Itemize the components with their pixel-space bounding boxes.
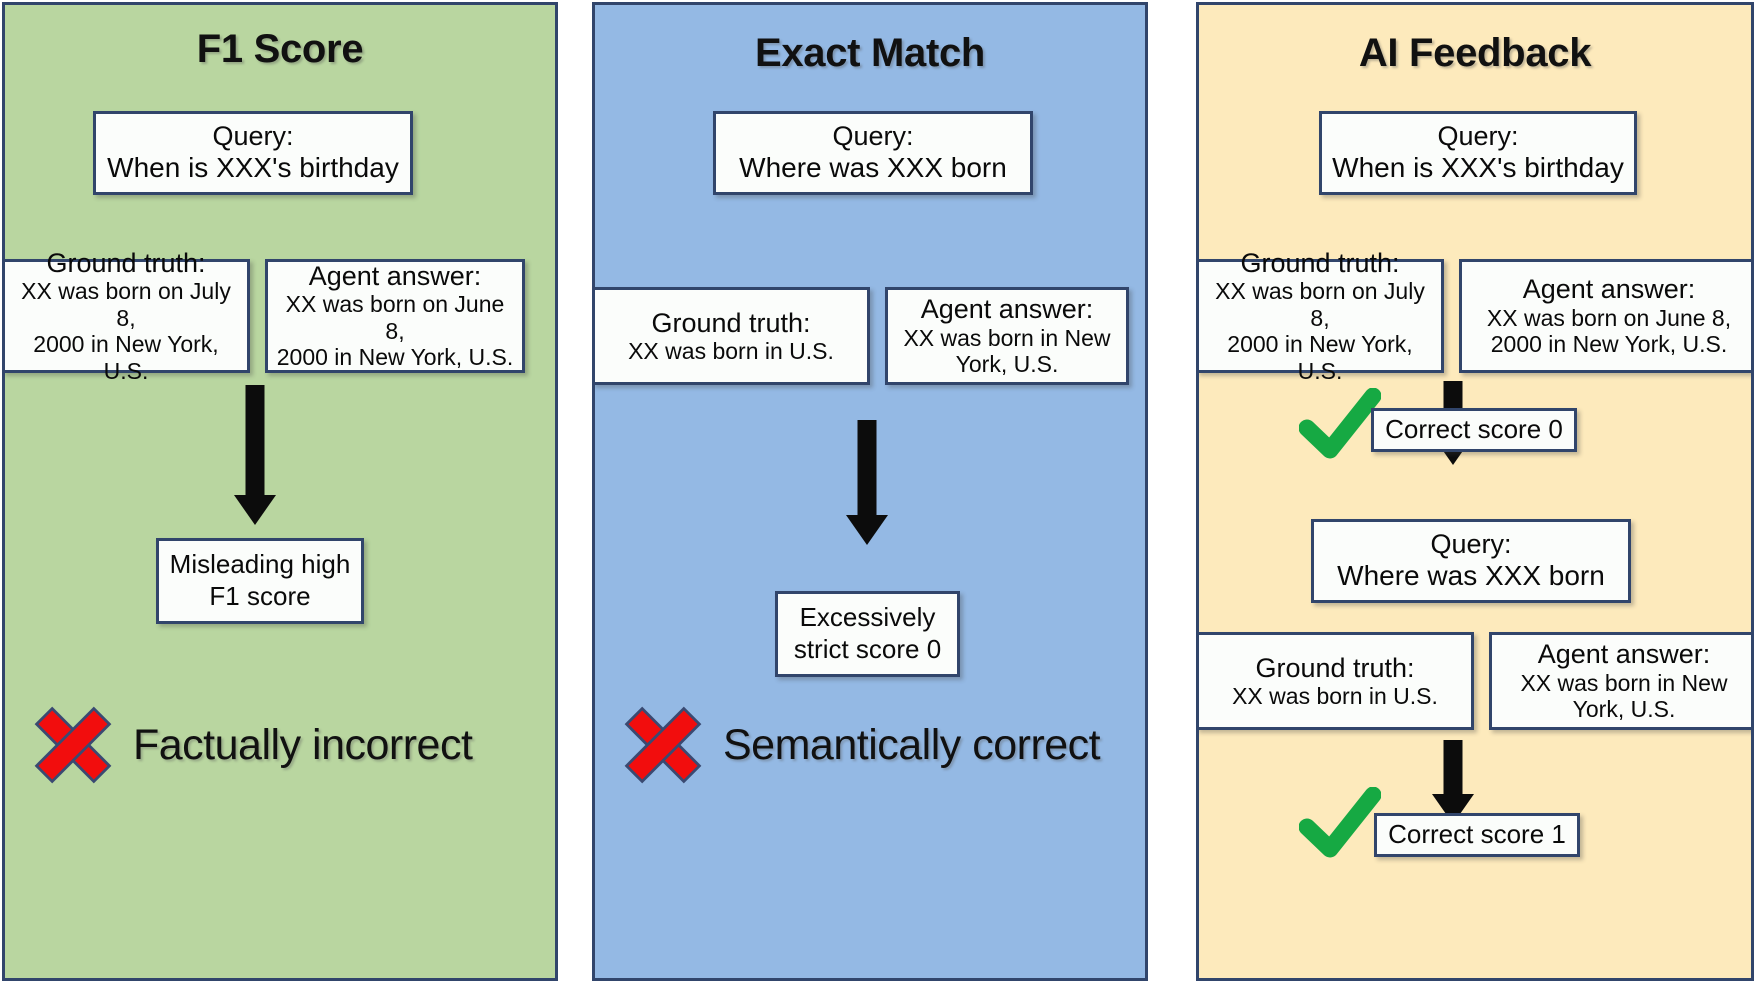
agent-answer-label: Agent answer:	[308, 261, 482, 292]
agent-answer-line2: 2000 in New York, U.S.	[1490, 331, 1728, 358]
check-mark-icon-case-a	[1298, 387, 1382, 460]
agent-answer-box-ai-case-b: Agent answer: XX was born in New York, U…	[1489, 632, 1751, 730]
query-text: When is XXX's birthday	[107, 152, 399, 184]
ground-truth-box-ai-case-a: Ground truth: XX was born on July 8, 200…	[1199, 248, 1444, 384]
agent-answer-box-f1: Agent answer: XX was born on June 8, 200…	[265, 259, 525, 373]
arrow-head	[234, 495, 276, 525]
ground-truth-line2: 2000 in New York, U.S.	[33, 331, 219, 384]
ground-truth-line1: XX was born on July 8,	[21, 278, 231, 331]
result-box-exact-match: Excessively strict score 0	[775, 591, 960, 677]
agent-answer-box-exact-match: Agent answer: XX was born in New York, U…	[885, 287, 1129, 385]
ground-truth-label: Ground truth:	[46, 248, 206, 279]
result-text: Correct score 0	[1385, 414, 1563, 445]
agent-answer-line2: 2000 in New York, U.S.	[276, 344, 514, 371]
arrow-shaft	[857, 420, 877, 517]
agent-answer-line1: XX was born in New	[1520, 669, 1728, 696]
check-mark-icon-case-b	[1298, 786, 1382, 859]
query-label: Query:	[1437, 121, 1519, 152]
query-label: Query:	[1430, 529, 1512, 560]
agent-answer-label: Agent answer:	[1537, 639, 1711, 670]
query-box-ai-case-b: Query: Where was XXX born	[1311, 519, 1631, 603]
ground-truth-box-f1: Ground truth: XX was born on July 8, 200…	[5, 248, 250, 384]
arrow-shaft	[1443, 740, 1463, 796]
panel-f1-score: F1 Score Query: When is XXX's birthday G…	[2, 2, 558, 981]
ground-truth-line1: XX was born in U.S.	[1232, 682, 1438, 709]
query-text: When is XXX's birthday	[1332, 152, 1624, 184]
flow-arrow-exact-match	[841, 420, 893, 545]
agent-answer-line1: XX was born in New	[903, 324, 1111, 351]
result-line1: Excessively	[799, 602, 936, 633]
query-box-exact-match: Query: Where was XXX born	[713, 111, 1033, 195]
verdict-label-exact-match: Semantically correct	[723, 720, 1101, 769]
x-mark-icon	[27, 699, 119, 791]
result-box-f1: Misleading high F1 score	[156, 538, 364, 624]
flow-arrow-ai-case-b	[1427, 740, 1479, 824]
panel-title-ai-feedback: AI Feedback	[1358, 31, 1592, 75]
flow-arrow-f1	[229, 385, 281, 525]
query-text: Where was XXX born	[1337, 560, 1605, 592]
ground-truth-line2: 2000 in New York, U.S.	[1227, 331, 1413, 384]
query-label: Query:	[212, 121, 294, 152]
query-box-ai-case-a: Query: When is XXX's birthday	[1319, 111, 1637, 195]
arrow-shaft	[245, 385, 265, 497]
result-box-ai-case-a: Correct score 0	[1371, 408, 1577, 452]
ground-truth-box-ai-case-b: Ground truth: XX was born in U.S.	[1199, 632, 1474, 730]
ground-truth-label: Ground truth:	[1240, 248, 1400, 279]
ground-truth-label: Ground truth:	[651, 307, 811, 338]
result-line2: strict score 0	[793, 634, 942, 664]
agent-answer-label: Agent answer:	[920, 294, 1094, 325]
agent-answer-label: Agent answer:	[1522, 274, 1696, 305]
agent-answer-line2: York, U.S.	[955, 351, 1059, 378]
result-text: Correct score 1	[1388, 819, 1566, 850]
result-line1: Misleading high	[169, 549, 351, 580]
agent-answer-line1: XX was born on June 8,	[285, 291, 505, 344]
verdict-row-exact-match: Semantically correct	[617, 699, 1101, 791]
ground-truth-label: Ground truth:	[1255, 652, 1415, 683]
verdict-row-f1: Factually incorrect	[27, 699, 473, 791]
ground-truth-line1: XX was born on July 8,	[1215, 278, 1425, 331]
panel-title-f1-score: F1 Score	[196, 27, 364, 71]
agent-answer-line2: York, U.S.	[1572, 696, 1676, 723]
query-box-f1: Query: When is XXX's birthday	[93, 111, 413, 195]
ground-truth-box-exact-match: Ground truth: XX was born in U.S.	[595, 287, 870, 385]
result-line2: F1 score	[209, 581, 311, 611]
agent-answer-box-ai-case-a: Agent answer: XX was born on June 8, 200…	[1459, 259, 1751, 373]
agent-answer-line1: XX was born on June 8,	[1486, 304, 1732, 331]
query-label: Query:	[832, 121, 914, 152]
x-mark-icon	[617, 699, 709, 791]
verdict-label-f1: Factually incorrect	[133, 720, 473, 769]
query-text: Where was XXX born	[739, 152, 1007, 184]
ground-truth-line1: XX was born in U.S.	[628, 337, 834, 364]
arrow-head	[846, 515, 888, 545]
result-box-ai-case-b: Correct score 1	[1374, 813, 1580, 857]
panel-title-exact-match: Exact Match	[754, 31, 986, 75]
panel-exact-match: Exact Match Query: Where was XXX born Gr…	[592, 2, 1148, 981]
panel-ai-feedback: AI Feedback Query: When is XXX's birthda…	[1196, 2, 1754, 981]
